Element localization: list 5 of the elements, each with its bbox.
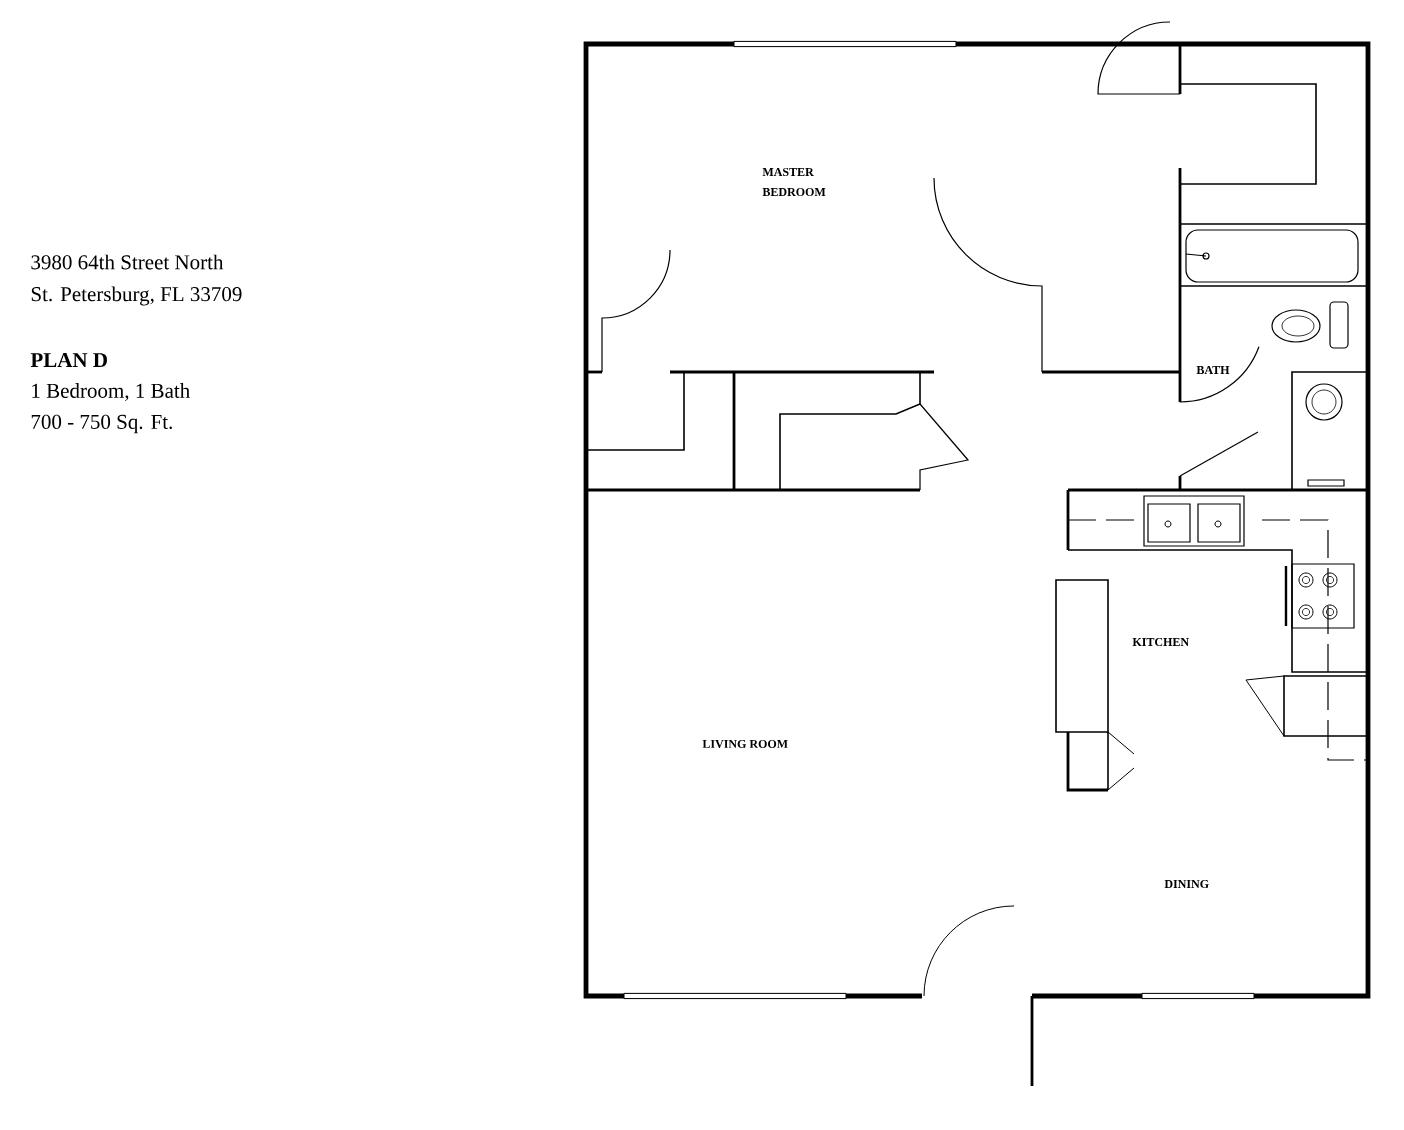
address-line: St. Petersburg, FL 33709 (31, 286, 242, 306)
plan-detail: 1 Bedroom, 1 Bath (32, 383, 190, 401)
plan-detail: 700 - 750 Sq. Ft. (31, 414, 172, 434)
plan-heading: PLAN D (30, 353, 107, 367)
address-line: 3980 64th Street North (31, 254, 224, 270)
